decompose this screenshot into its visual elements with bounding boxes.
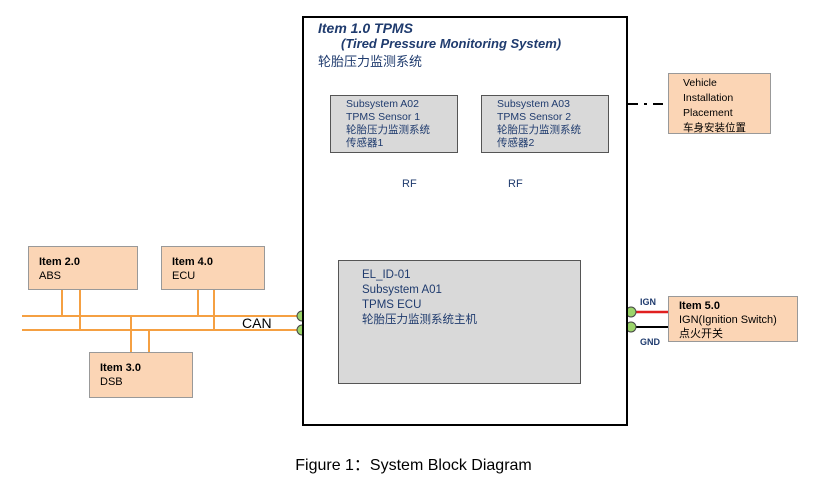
- rf-label-1: RF: [402, 178, 417, 190]
- item-abs-name: ABS: [39, 270, 62, 282]
- gnd-pin-label: GND: [640, 337, 660, 347]
- item-dsb-title: Item 3.0: [100, 362, 141, 374]
- sensor-1-type-cn: 传感器1: [346, 137, 384, 149]
- vehicle-line-1: Vehicle: [683, 77, 717, 89]
- item-dsb-name: DSB: [100, 376, 123, 388]
- sensor-2-name: TPMS Sensor 2: [497, 111, 572, 123]
- item-ign-block: Item 5.0 IGN(Ignition Switch) 点火开关: [668, 296, 798, 342]
- sensor-1-subsystem: Subsystem A02: [346, 98, 419, 110]
- vehicle-line-4: 车身安装位置: [683, 122, 746, 134]
- figure-caption: Figure 1：System Block Diagram: [295, 457, 532, 474]
- sensor-1-name-cn: 轮胎压力监测系统: [346, 124, 430, 136]
- item-dsb-block: Item 3.0 DSB: [89, 352, 193, 398]
- ecu-name: TPMS ECU: [362, 299, 422, 311]
- item-ecu-block: Item 4.0 ECU: [161, 246, 265, 290]
- system-title: Item 1.0 TPMS: [318, 20, 413, 36]
- sensor-2-name-cn: 轮胎压力监测系统: [497, 124, 581, 136]
- ecu-id: EL_ID-01: [362, 269, 411, 281]
- item-abs-title: Item 2.0: [39, 256, 80, 268]
- system-subtitle: (Tired Pressure Monitoring System): [341, 36, 562, 51]
- item-ign-name-cn: 点火开关: [679, 328, 723, 340]
- item-abs-block: Item 2.0 ABS: [28, 246, 138, 290]
- item-ecu-name: ECU: [172, 270, 196, 282]
- tpms-ecu-block: EL_ID-01 Subsystem A01 TPMS ECU 轮胎压力监测系统…: [338, 260, 581, 384]
- item-ecu-title: Item 4.0: [172, 256, 213, 268]
- sensor-1-name: TPMS Sensor 1: [346, 111, 421, 123]
- vehicle-placement-block: Vehicle Installation Placement 车身安装位置: [668, 73, 771, 134]
- ecu-name-cn: 轮胎压力监测系统主机: [362, 314, 477, 326]
- sensor-2-type-cn: 传感器2: [497, 137, 535, 149]
- system-title-cn: 轮胎压力监测系统: [318, 54, 423, 69]
- sensor-1-block: Subsystem A02 TPMS Sensor 1 轮胎压力监测系统 传感器…: [330, 95, 458, 153]
- ign-pin-label: IGN: [640, 297, 657, 307]
- sensor-2-subsystem: Subsystem A03: [497, 98, 570, 110]
- can-bus-label: CAN: [242, 315, 272, 331]
- vehicle-line-2: Installation: [683, 92, 734, 104]
- ecu-subsystem: Subsystem A01: [362, 284, 442, 296]
- item-ign-title: Item 5.0: [679, 300, 720, 312]
- vehicle-line-3: Placement: [683, 107, 733, 119]
- sensor-2-block: Subsystem A03 TPMS Sensor 2 轮胎压力监测系统 传感器…: [481, 95, 609, 153]
- rf-label-2: RF: [508, 178, 523, 190]
- item-ign-name: IGN(Ignition Switch): [679, 314, 777, 326]
